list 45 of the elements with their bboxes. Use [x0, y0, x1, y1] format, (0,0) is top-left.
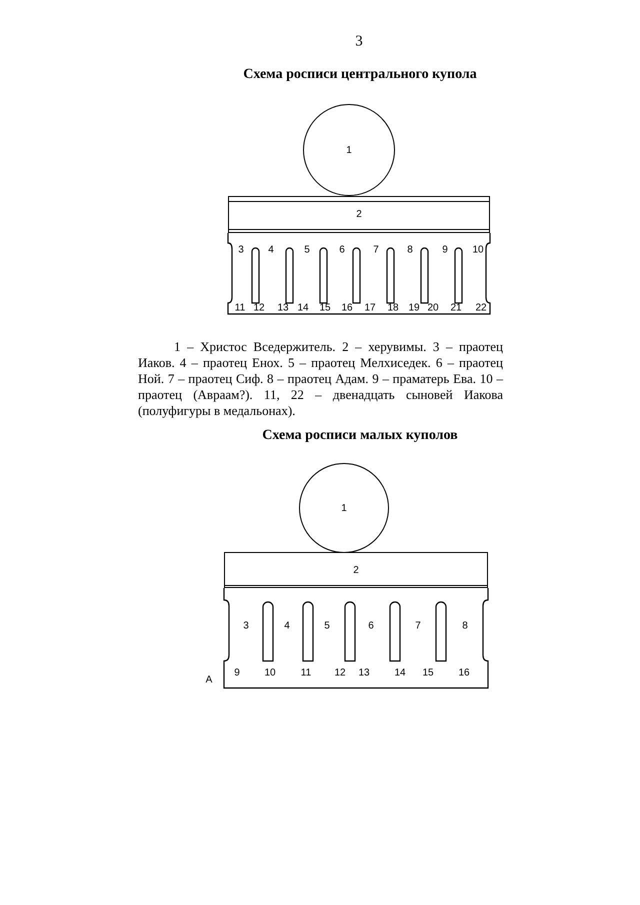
callout-number: 16	[341, 302, 353, 314]
page-number: 3	[355, 34, 363, 50]
callout-number: 12	[253, 302, 265, 314]
callout-number: 15	[319, 302, 331, 314]
callout-number: 19	[408, 302, 420, 314]
callout-number: 15	[422, 668, 434, 678]
section-heading: Схема росписи центрального купола	[243, 67, 477, 83]
callout-number: 9	[234, 668, 240, 678]
callout-number: 7	[415, 620, 421, 632]
callout-number: 10	[264, 668, 276, 678]
callout-number: 6	[368, 620, 374, 632]
callout-number: 21	[450, 302, 462, 314]
callout-number: 12	[334, 668, 346, 678]
callout-number: 16	[458, 668, 470, 678]
callout-number: 5	[304, 244, 310, 256]
callout-number: 22	[475, 302, 487, 314]
callout-number: 6	[339, 244, 345, 256]
callout-number: А	[206, 674, 212, 686]
callout-number: 14	[394, 668, 406, 678]
cherubim-band	[228, 196, 490, 233]
callout-number: 11	[234, 302, 246, 314]
callout-number: 13	[358, 668, 370, 678]
callout-number: 13	[277, 302, 289, 314]
callout-number: 20	[427, 302, 439, 314]
callout-number: 3	[243, 620, 249, 632]
callout-number: 4	[284, 620, 290, 632]
callout-number: 4	[268, 244, 274, 256]
section-heading: Схема росписи малых куполов	[262, 428, 458, 444]
callout-number: 10	[472, 244, 484, 256]
callout-number: 1	[346, 144, 352, 156]
callout-number: 8	[462, 620, 468, 632]
callout-number: 11	[300, 668, 312, 678]
callout-number: 8	[407, 244, 413, 256]
callout-number: 3	[238, 244, 244, 256]
callout-number: 18	[387, 302, 399, 314]
legend-paragraph: 1 – Христос Вседержитель. 2 – херувимы. 3 – праотец Иаков. 4 – праотец Енох. 5 – праотец Мелхиседек. 6 – праотец Ной. 7 – праотец Сиф. 8 – праотец Адам. 9 – праматерь Ева. 10 – праотец (Авраам?). 11, 22 – двенадцать сыновей Иакова (полуфигуры в медальонах).	[138, 339, 503, 419]
callout-number: 5	[324, 620, 330, 632]
cherubim-band	[224, 552, 488, 588]
callout-number: 17	[364, 302, 376, 314]
callout-number: 2	[353, 564, 359, 576]
callout-number: 7	[373, 244, 379, 256]
callout-number: 14	[297, 302, 309, 314]
callout-number: 9	[442, 244, 448, 256]
callout-number: 2	[356, 209, 362, 220]
callout-number: 1	[341, 502, 347, 514]
